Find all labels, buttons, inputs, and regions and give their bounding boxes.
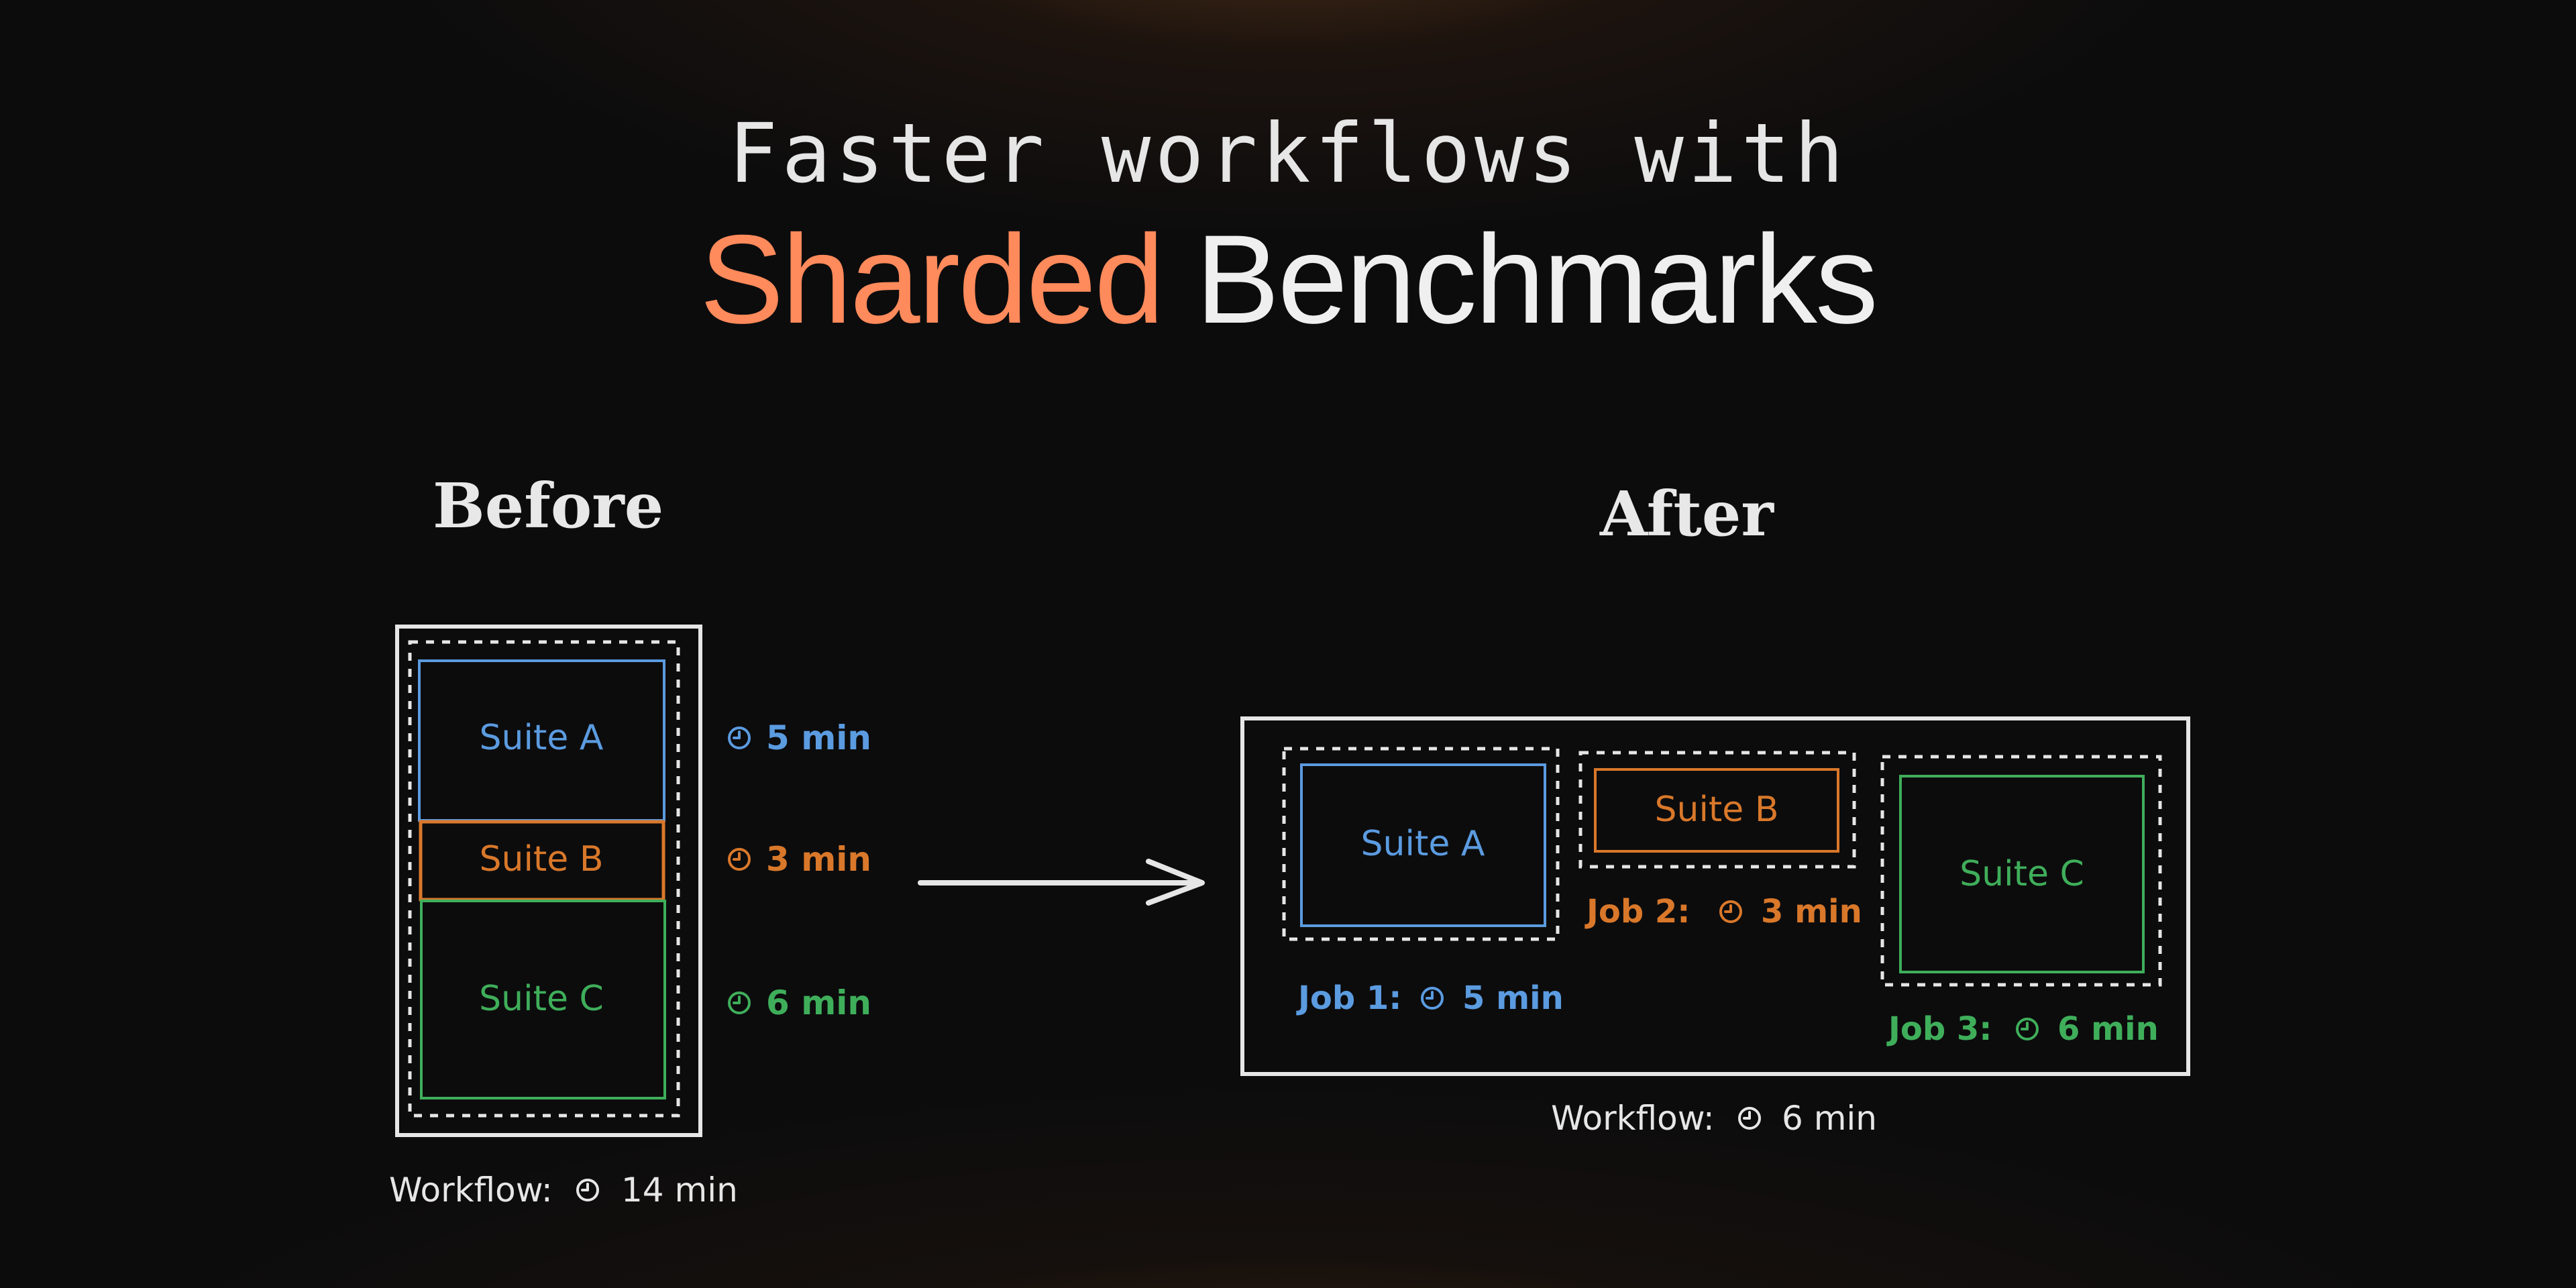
before-suite-c-box: Suite C (420, 900, 666, 1099)
before-time-a: 5 min (728, 718, 871, 757)
arrow-right-icon (918, 859, 1205, 906)
title-rest: Benchmarks (1162, 209, 1878, 350)
before-suite-c-label: Suite C (479, 979, 604, 1019)
after-job-3-prefix: Job 3: (1886, 1010, 1992, 1048)
after-workflow-time: 6 min (1782, 1099, 1877, 1138)
before-suite-a-label: Suite A (480, 718, 604, 758)
before-time-a-text: 5 min (766, 718, 871, 757)
before-workflow-prefix: Workflow: (389, 1171, 553, 1210)
title-line-2: Sharded Benchmarks (0, 216, 2576, 342)
after-workflow-prefix: Workflow: (1551, 1099, 1715, 1138)
title-accent-word: Sharded (700, 209, 1165, 350)
clock-icon (2016, 1018, 2039, 1040)
before-suite-b-box: Suite B (419, 820, 665, 902)
before-label: Before (433, 470, 664, 542)
after-job-1-time: 5 min (1462, 979, 1564, 1017)
after-suite-b-label: Suite B (1655, 790, 1779, 830)
title-line-1: Faster workflows with (728, 106, 1848, 201)
clock-icon (576, 1179, 599, 1201)
after-job-2-prefix: Job 2: (1585, 893, 1690, 930)
after-job-3: Suite C Job 3: 6 min (1880, 755, 2162, 1048)
before-time-c: 6 min (728, 983, 871, 1022)
before-suite-a-box: Suite A (418, 659, 665, 822)
before-workflow-frame (395, 625, 702, 1137)
clock-icon (1719, 900, 1742, 923)
clock-icon (728, 727, 751, 749)
before-time-b: 3 min (728, 840, 871, 879)
after-job-2-time: 3 min (1761, 893, 1862, 930)
before-suite-b-label: Suite B (480, 839, 604, 879)
clock-icon (1421, 987, 1444, 1010)
after-job-3-time: 6 min (2057, 1010, 2159, 1048)
after-workflow-frame (1240, 716, 2190, 1076)
after-suite-c-label: Suite C (1960, 854, 2084, 894)
after-label: After (1600, 478, 1774, 550)
clock-icon (728, 848, 751, 871)
clock-icon (1738, 1107, 1761, 1130)
before-workflow-time: 14 min (621, 1171, 738, 1210)
after-workflow-total: Workflow: 6 min (1551, 1099, 1877, 1138)
before-time-b-text: 3 min (766, 840, 871, 879)
after-job-1-prefix: Job 1: (1296, 979, 1402, 1017)
after-job-1: Suite A Job 1: 5 min (1282, 747, 1564, 1017)
before-workflow-total: Workflow: 14 min (389, 1171, 738, 1210)
after-suite-a-label: Suite A (1361, 824, 1485, 864)
before-time-c-text: 6 min (766, 983, 871, 1022)
after-job-2: Suite B Job 2: 3 min (1578, 751, 1862, 930)
clock-icon (728, 991, 751, 1014)
